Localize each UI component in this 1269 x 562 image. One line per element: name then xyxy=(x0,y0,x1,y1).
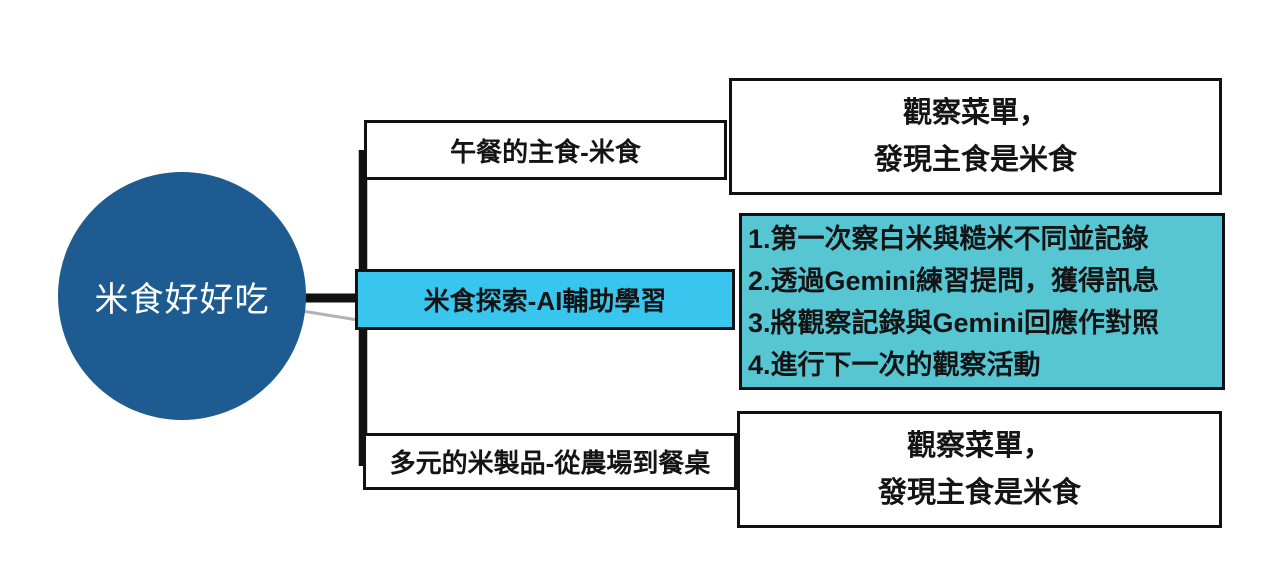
branch-node-lunch: 午餐的主食-米食 xyxy=(364,120,727,180)
detail-text-line: 發現主食是米食 xyxy=(873,143,1077,176)
branch-node-label: 多元的米製品-從農場到餐桌 xyxy=(389,448,711,478)
branch-node-label: 米食探索-AI輔助學習 xyxy=(423,286,667,316)
detail-text-line: 觀察菜單， xyxy=(902,96,1048,129)
detail-text-line: 發現主食是米食 xyxy=(877,476,1081,509)
detail-text-line: 觀察菜單， xyxy=(906,429,1052,462)
detail-node-menu-observation-bottom: 觀察菜單， 發現主食是米食 xyxy=(737,411,1222,528)
detail-node-menu-observation-top: 觀察菜單， 發現主食是米食 xyxy=(729,78,1222,195)
branch-node-label: 午餐的主食-米食 xyxy=(450,136,641,167)
detail-step-3: 3.將觀察記錄與Gemini回應作對照 xyxy=(748,307,1160,338)
root-node-circle: 米食好好吃 xyxy=(58,172,306,420)
branch-node-rice-products: 多元的米製品-從農場到餐桌 xyxy=(363,433,737,490)
detail-step-2: 2.透過Gemini練習提問，獲得訊息 xyxy=(748,265,1160,296)
detail-node-ai-steps: 1.第一次察白米與糙米不同並記錄 2.透過Gemini練習提問，獲得訊息 3.將… xyxy=(739,213,1225,390)
root-branch-connector-thin xyxy=(301,309,359,322)
root-node-label: 米食好好吃 xyxy=(94,280,270,319)
detail-step-4: 4.進行下一次的觀察活動 xyxy=(748,349,1041,380)
detail-step-1: 1.第一次察白米與糙米不同並記錄 xyxy=(748,223,1149,254)
branch-node-ai-learning: 米食探索-AI輔助學習 xyxy=(355,269,735,330)
